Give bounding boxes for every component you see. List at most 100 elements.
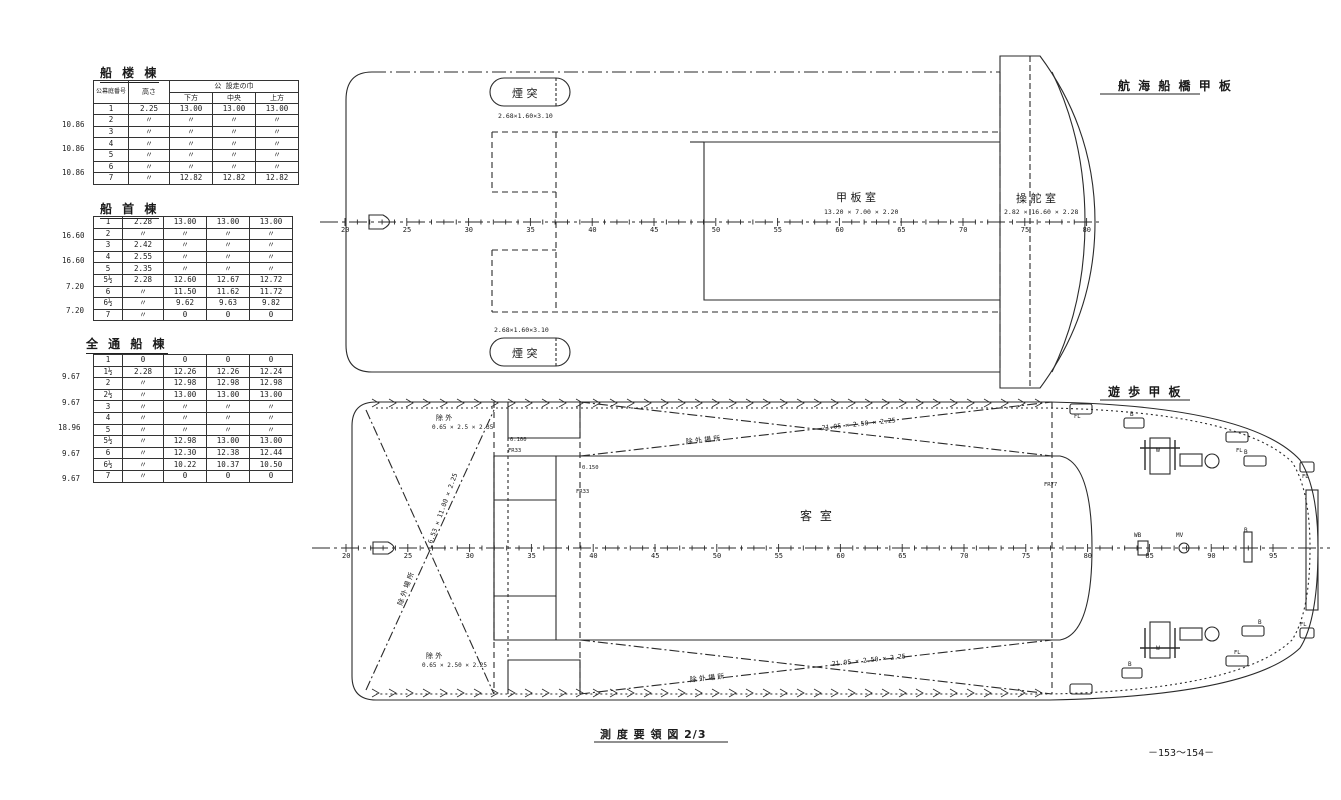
frame-number: 60 xyxy=(835,226,843,234)
small-dim-1: 0.100 xyxy=(510,437,527,443)
frame-number: 50 xyxy=(713,552,721,560)
railing-mark xyxy=(796,688,805,698)
deck-room-label: 甲 板 室 xyxy=(836,190,876,204)
bitt-label-4: B xyxy=(1128,661,1132,668)
railing-mark xyxy=(745,398,754,408)
table-cell: 〃 xyxy=(128,125,171,139)
frame-number: 65 xyxy=(897,226,905,234)
frame-number: 40 xyxy=(588,226,596,234)
railing-mark xyxy=(983,688,992,698)
table-cell: 〃 xyxy=(128,148,171,162)
railing-mark xyxy=(694,688,703,698)
small-dim-2: 0.150 xyxy=(582,465,599,471)
table-row: 2〃〃〃〃 xyxy=(93,227,293,241)
frame-number: 85 xyxy=(1145,552,1153,560)
table-cell: 13.00 xyxy=(249,216,293,229)
table-cell: 2 xyxy=(93,227,123,241)
railing-mark xyxy=(456,688,465,698)
railing-mark xyxy=(541,398,550,408)
railing-mark xyxy=(575,398,584,408)
table-cell: 〃 xyxy=(255,160,300,174)
funnel-dims-bottom: 2.68×1.60×3.10 xyxy=(494,326,549,334)
winch-top-label: W xyxy=(1156,446,1160,454)
railing-mark xyxy=(660,688,669,698)
frame-number: 50 xyxy=(712,226,720,234)
railing-mark xyxy=(422,398,431,408)
frame-number: 45 xyxy=(651,552,659,560)
railing-mark xyxy=(983,398,992,408)
funnel-label-top: 煙 突 xyxy=(512,86,538,100)
railing-mark xyxy=(405,398,414,408)
frame-number: 90 xyxy=(1207,552,1215,560)
railing-mark xyxy=(762,398,771,408)
railing-mark xyxy=(371,398,380,408)
table-cell: 〃 xyxy=(169,125,214,139)
frame-number: 40 xyxy=(589,552,597,560)
frame-ref-3: FR77 xyxy=(1044,482,1057,488)
railing-mark xyxy=(847,688,856,698)
railing-mark xyxy=(558,398,567,408)
exclude-b-dims: 0.65 × 2.50 × 2.25 xyxy=(422,662,487,669)
railing-mark xyxy=(932,398,941,408)
figure-caption: 測 度 要 領 図 2/3 xyxy=(600,727,706,741)
fairlead-label-3: FL xyxy=(1302,474,1309,480)
funnel-dims-top: 2.68×1.60×3.10 xyxy=(498,112,553,120)
table-cell: 0 xyxy=(206,308,250,322)
frame-number: 75 xyxy=(1021,226,1029,234)
frame-number: 70 xyxy=(960,552,968,560)
upper-deck-plan xyxy=(320,55,1100,389)
railing-mark xyxy=(796,398,805,408)
col-upper-header: 上方 xyxy=(255,91,300,104)
table-cell: 0 xyxy=(249,469,293,483)
table-cell: 5 xyxy=(92,148,130,162)
railing-mark xyxy=(1017,398,1026,408)
table-cell: 0 xyxy=(163,308,207,322)
railing-mark xyxy=(490,688,499,698)
table-cell: 〃 xyxy=(249,239,293,252)
railing-mark xyxy=(371,688,380,698)
dims-top-diagonal: 21.05 × 2.50 × 2.25 xyxy=(821,416,896,432)
table-cell: 〃 xyxy=(255,148,300,162)
table-cell: 2.28 xyxy=(122,216,164,229)
table-row: 4〃〃〃〃 xyxy=(92,137,300,150)
railing-mark xyxy=(881,688,890,698)
table-cell: 12.82 xyxy=(255,172,300,185)
lower-frame-ticks xyxy=(345,544,1274,552)
wb-label: WB xyxy=(1134,532,1142,539)
railing-mark xyxy=(677,398,686,408)
exclude-a-dims: 0.65 × 2.5 × 2.35 xyxy=(432,424,494,431)
railing-mark xyxy=(932,688,941,698)
table-3-side-1: 9.67 xyxy=(62,372,81,381)
funnel-label-bottom: 煙 突 xyxy=(512,346,538,360)
table-cell: 〃 xyxy=(255,125,300,139)
railing-mark xyxy=(711,398,720,408)
railing-mark xyxy=(728,688,737,698)
table-cell: 4 xyxy=(92,137,130,150)
railing-mark xyxy=(779,398,788,408)
railing-mark xyxy=(677,688,686,698)
railing-mark xyxy=(575,688,584,698)
railing-mark xyxy=(541,688,550,698)
railing-mark xyxy=(881,398,890,408)
railing-mark xyxy=(439,688,448,698)
railing-mark xyxy=(1000,688,1009,698)
railing-mark xyxy=(1034,398,1043,408)
table-cell: 7 xyxy=(92,172,130,185)
railing-mark xyxy=(1000,398,1009,408)
table-cell: 0 xyxy=(163,469,207,483)
table-cell: 3 xyxy=(92,125,130,139)
table-cell: 〃 xyxy=(255,137,300,150)
table-2-side-1: 16.60 xyxy=(62,231,85,240)
frame-number: 30 xyxy=(466,552,474,560)
